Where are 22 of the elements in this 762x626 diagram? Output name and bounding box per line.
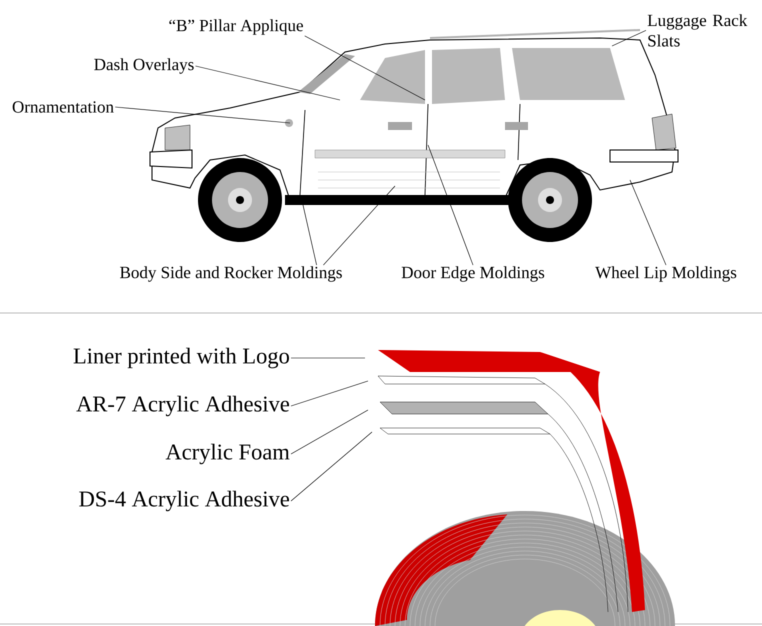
- callout-label: Liner printed with Logo: [74, 348, 289, 368]
- leader-line: [428, 144, 474, 266]
- callout-label: DS-4 Acrylic Adhesive: [79, 490, 290, 512]
- callout-label: Body Side and Rocker Moldings: [120, 266, 342, 282]
- callout-label: Dash Overlays: [94, 58, 194, 74]
- callout-label: “B” Pillar Applique: [169, 19, 303, 35]
- callout-label: Wheel Lip Moldings: [595, 266, 736, 282]
- leader-line: [323, 186, 396, 266]
- leader-line: [630, 180, 666, 266]
- leader-line: [302, 204, 317, 266]
- callout-label: AR-7 Acrylic Adhesive: [76, 396, 290, 416]
- callout-label: Luggage Rack Slats: [648, 14, 748, 47]
- leader-line: [290, 432, 372, 502]
- leader-line: [304, 36, 426, 100]
- leader-line: [612, 30, 646, 46]
- leader-line: [290, 410, 368, 454]
- leader-line: [195, 66, 340, 100]
- callout-label: Door Edge Moldings: [402, 266, 544, 282]
- callout-label: Acrylic Foam: [166, 444, 290, 464]
- leader-line: [114, 106, 290, 124]
- leader-line: [290, 380, 368, 406]
- callout-label: Ornamentation: [12, 101, 114, 113]
